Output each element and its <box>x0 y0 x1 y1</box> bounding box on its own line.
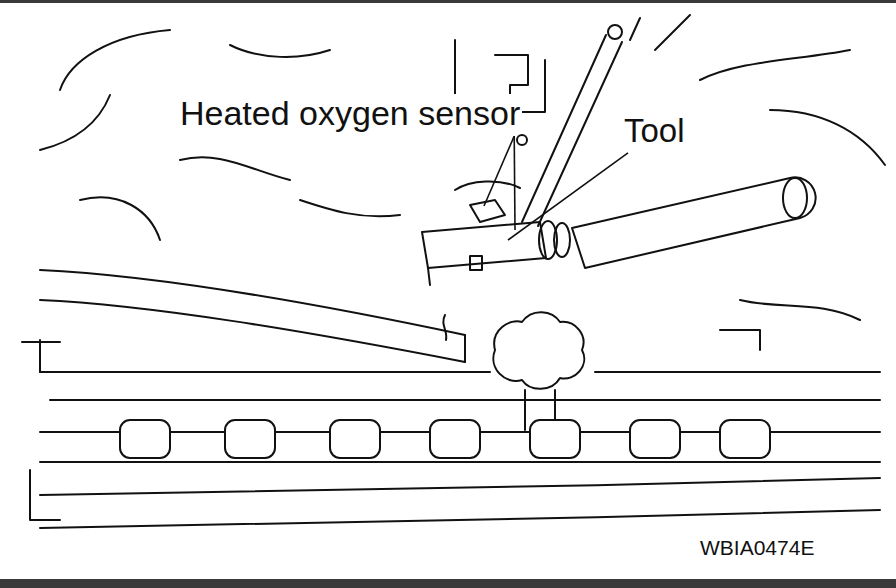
leader-line <box>508 153 628 240</box>
leader-line <box>513 136 515 230</box>
part-label: Tool <box>622 112 687 150</box>
leader-line <box>484 136 514 206</box>
part-label: Heated oxygen sensor <box>178 94 522 133</box>
figure-code: WBIA0474E <box>698 536 816 560</box>
